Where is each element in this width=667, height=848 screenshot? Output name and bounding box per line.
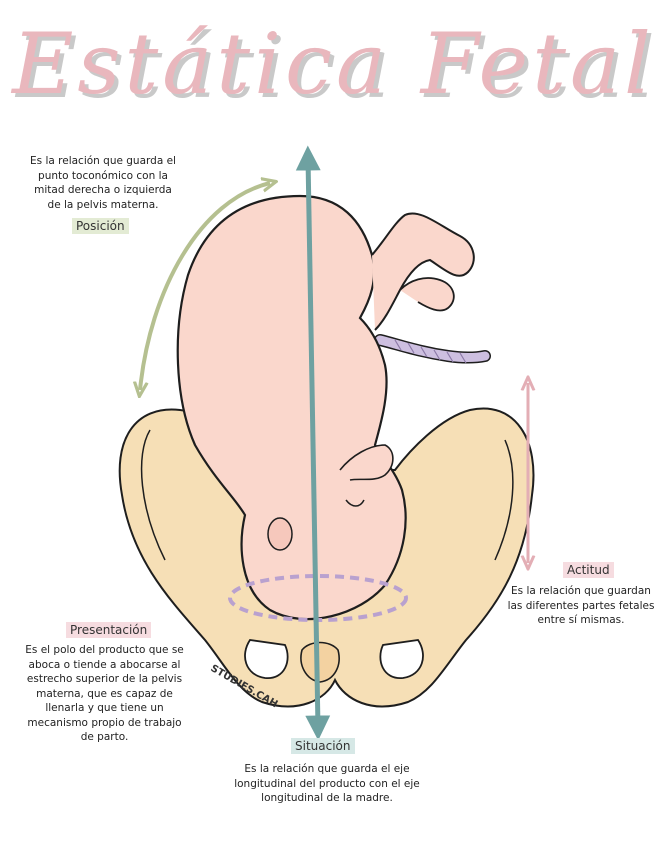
page-title: Estática Fetal (12, 15, 655, 113)
situacion-axis (295, 145, 331, 741)
situacion-description: Es la relación que guarda el eje longitu… (234, 763, 420, 804)
posicion-label: Posición (72, 218, 129, 234)
presentacion-description: Es el polo del producto que se aboca o t… (25, 644, 184, 743)
actitud-label: Actitud (563, 562, 614, 578)
actitud-description: Es la relación que guardan las diferente… (507, 585, 655, 626)
umbilical-cord (374, 334, 491, 364)
posicion-description: Es la relación que guarda el punto tocon… (30, 155, 176, 211)
presentacion-label: Presentación (66, 622, 152, 638)
posicion-arrow (140, 183, 270, 390)
situacion-label: Situación (291, 738, 355, 754)
